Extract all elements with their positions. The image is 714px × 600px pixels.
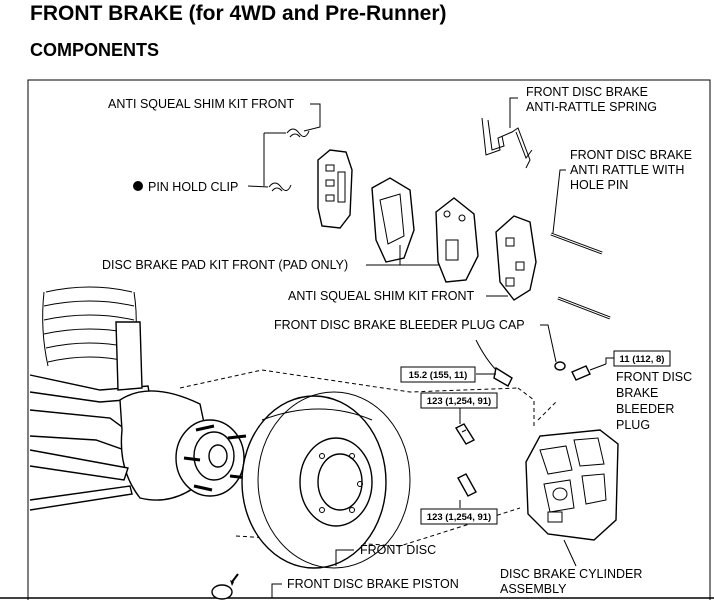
label-anti-rattle-spring-1: FRONT DISC BRAKE: [526, 85, 648, 99]
torque-box-bolt-lower: 123 (1,254, 91): [420, 508, 498, 525]
brake-pad-2-drawing: [435, 197, 479, 283]
label-anti-rattle-spring-2: ANTI-RATTLE SPRING: [526, 100, 657, 114]
label-bleeder-plug-1: FRONT DISC: [616, 370, 692, 384]
bleeder-cap-drawing: [554, 361, 566, 371]
label-anti-rattle-pin-1: FRONT DISC BRAKE: [570, 148, 692, 162]
label-bleeder-plug-3: BLEEDER: [616, 402, 674, 416]
bleeder-plug-drawing: [571, 363, 607, 381]
label-bleeder-plug-cap: FRONT DISC BRAKE BLEEDER PLUG CAP: [274, 318, 525, 332]
torque-box-hose: 15.2 (155, 11): [400, 366, 476, 383]
leader-shim-top: [303, 103, 321, 132]
anti-rattle-pin-drawing: [550, 232, 611, 320]
assembly-line-upper: [179, 369, 519, 393]
bolt-lower-drawing: [457, 473, 477, 497]
diagram-frame: [27, 79, 711, 600]
pin-hold-clip-drawing: [268, 128, 310, 192]
label-cylinder-assembly-2: ASSEMBLY: [500, 582, 567, 596]
label-front-disc: FRONT DISC: [360, 543, 436, 557]
label-cylinder-assembly-1: DISC BRAKE CYLINDER: [500, 567, 642, 581]
label-anti-squeal-shim-top: ANTI SQUEAL SHIM KIT FRONT: [108, 97, 294, 111]
torque-bolt-upper-text: 123 (1,254, 91): [427, 396, 491, 407]
torque-hose-text: 15.2 (155, 11): [409, 370, 468, 381]
caliper-assembly-drawing: [525, 429, 619, 541]
label-anti-rattle-pin-2: ANTI RATTLE WITH: [570, 163, 684, 177]
shim-plate-left-drawing: [317, 149, 353, 229]
label-disc-brake-pad-kit: DISC BRAKE PAD KIT FRONT (PAD ONLY): [102, 258, 348, 272]
label-anti-squeal-shim-bottom: ANTI SQUEAL SHIM KIT FRONT: [288, 289, 474, 303]
front-disc-drawing: [241, 391, 411, 569]
leader-bleeder-cap: [540, 324, 557, 363]
label-piston: FRONT DISC BRAKE PISTON: [287, 577, 459, 591]
section-title: COMPONENTS: [30, 40, 160, 60]
leader-pin: [552, 169, 566, 234]
page-title: FRONT BRAKE (for 4WD and Pre-Runner): [30, 2, 447, 25]
torque-bolt-lower-text: 123 (1,254, 91): [427, 512, 491, 523]
brake-pad-1-drawing: [371, 177, 415, 263]
torque-box-bleeder: 11 (112, 8): [613, 350, 671, 367]
flexible-hose-drawing: [475, 339, 513, 387]
leader-spring: [509, 97, 518, 128]
torque-box-bolt-upper: 123 (1,254, 91): [420, 392, 498, 409]
leader-piston: [271, 583, 282, 598]
bolt-upper-drawing: [454, 423, 476, 445]
leader-caliper: [563, 539, 577, 567]
non-reusable-part-bullet: [133, 181, 143, 191]
anti-rattle-spring-drawing: [481, 117, 533, 169]
label-anti-rattle-pin-3: HOLE PIN: [570, 178, 628, 192]
shim-plate-right-drawing: [495, 215, 537, 301]
label-bleeder-plug-2: BRAKE: [616, 386, 658, 400]
piston-drawing: [211, 573, 239, 600]
suspension-knuckle-drawing: [29, 286, 249, 511]
torque-bleeder-text: 11 (112, 8): [620, 354, 665, 365]
leader-disc: [335, 549, 354, 566]
label-bleeder-plug-4: PLUG: [616, 418, 650, 432]
label-pin-hold-clip: PIN HOLD CLIP: [148, 180, 238, 194]
